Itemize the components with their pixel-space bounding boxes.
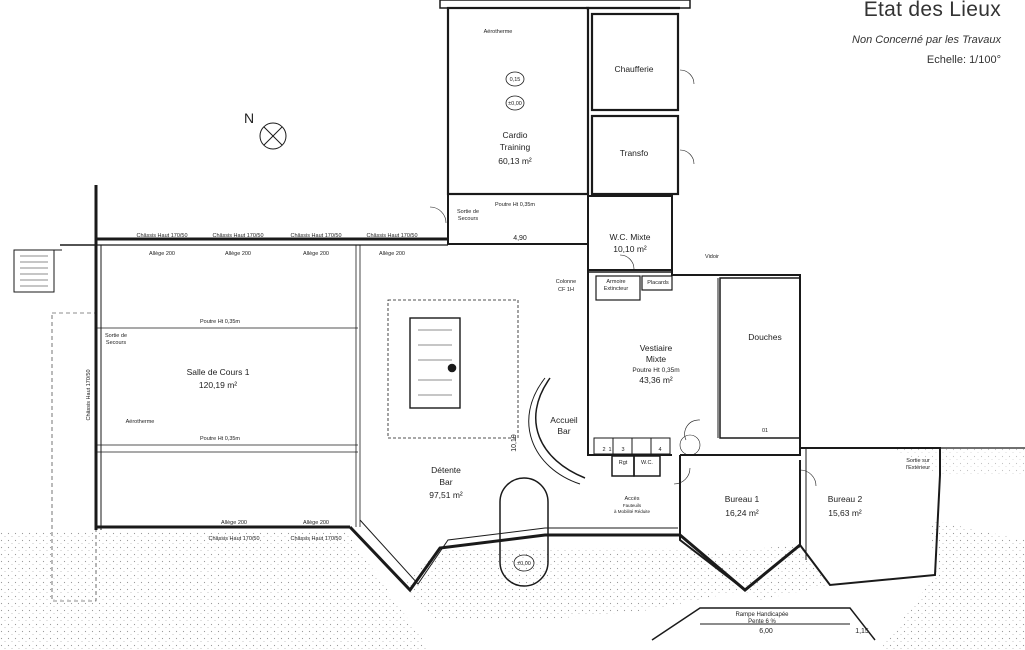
room-detente: Détente — [431, 465, 461, 475]
label-pente: Pente 6 % — [748, 619, 776, 625]
label-sortie-secours-b2: Secours — [106, 340, 126, 346]
label-colonne: Colonne — [556, 279, 577, 285]
label-colonne2: CF 1H — [558, 287, 574, 293]
label-allege-1: Allège 200 — [149, 251, 175, 257]
room-wc-mixte: W.C. Mixte — [609, 232, 650, 242]
walls — [13, 0, 1025, 641]
dim-600: 6,00 — [759, 628, 773, 635]
label-chassis-5: Châssis Haut 170/50 — [208, 536, 259, 542]
label-chassis-vertical: Châssis Haut 170/50 — [86, 369, 92, 420]
room-detente-area: 97,51 m² — [429, 490, 463, 500]
label-acces2: Fauteuils — [623, 503, 642, 508]
room-vestiaire-beam: Poutre Ht 0,35m — [632, 367, 679, 374]
label-poutre-2: Poutre Ht 0,35m — [200, 436, 240, 442]
label-level-015: 0,15 — [510, 77, 521, 83]
plan-title: Etat des Lieux — [863, 0, 1001, 21]
dim-115: 1,15 — [855, 628, 869, 635]
label-locker-2: 2 — [602, 447, 605, 453]
label-level-000: ±0,00 — [508, 101, 522, 107]
label-sortie-ext2: l'Extérieur — [906, 465, 930, 471]
room-bureau1: Bureau 1 — [725, 494, 760, 504]
room-accueil: Accueil — [550, 415, 578, 425]
label-allege-4: Allège 200 — [379, 251, 405, 257]
room-vestiaire: Vestiaire — [640, 343, 673, 353]
label-chassis-1: Châssis Haut 170/50 — [136, 233, 187, 239]
label-allege-5: Allège 200 — [221, 520, 247, 526]
room-cardio-name: Cardio — [502, 130, 527, 140]
room-vestiaire2: Mixte — [646, 354, 667, 364]
room-bureau2: Bureau 2 — [828, 494, 863, 504]
label-poutre-1: Poutre Ht 0,35m — [200, 319, 240, 325]
exterior-area — [0, 448, 1025, 650]
label-locker-3: 3 — [621, 447, 624, 453]
label-sortie-secours: Sortie de — [457, 209, 479, 215]
label-chassis-2: Châssis Haut 170/50 — [212, 233, 263, 239]
label-sortie-ext: Sortie sur — [906, 458, 930, 464]
room-bureau1-area: 16,24 m² — [725, 508, 759, 518]
label-allege-2: Allège 200 — [225, 251, 251, 257]
label-aerotherme2: Aérotherme — [126, 419, 155, 425]
room-vestiaire-area: 43,36 m² — [639, 375, 673, 385]
room-cardio-name2: Training — [500, 142, 531, 152]
label-wc: W.C. — [641, 460, 653, 466]
level-markers — [505, 71, 535, 572]
label-rgt: Rgt — [619, 460, 628, 466]
label-chassis-6: Châssis Haut 170/50 — [290, 536, 341, 542]
label-acces3: à Mobilité Réduite — [614, 509, 651, 514]
label-poutre-3: Poutre Ht 0,35m — [495, 202, 535, 208]
label-placards: Placards — [647, 280, 669, 286]
label-allege-3: Allège 200 — [303, 251, 329, 257]
label-allege-6: Allège 200 — [303, 520, 329, 526]
label-sortie-secours-b: Sortie de — [105, 333, 127, 339]
label-chassis-3: Châssis Haut 170/50 — [290, 233, 341, 239]
room-salle-cours: Salle de Cours 1 — [187, 367, 250, 377]
room-accueil2: Bar — [557, 426, 570, 436]
dim-490: 4,90 — [513, 235, 527, 242]
label-locker-1: 1 — [608, 447, 611, 453]
label-level-000b: ±0,00 — [517, 561, 531, 567]
label-acces: Accès — [625, 496, 640, 502]
room-salle-cours-area: 120,19 m² — [199, 380, 237, 390]
north-arrow: N — [244, 110, 287, 150]
dim-1019: 10,19 — [511, 434, 518, 452]
plan-scale: Echelle: 1/100° — [926, 54, 1001, 66]
label-door-01: 01 — [762, 428, 768, 434]
room-cardio-area: 60,13 m² — [498, 156, 532, 166]
label-vidoir: Vidoir — [705, 254, 719, 260]
label-chassis-4: Châssis Haut 170/50 — [366, 233, 417, 239]
label-armoire2: Extincteur — [604, 286, 629, 292]
stair-treads — [20, 69, 817, 487]
label-locker-4: 4 — [658, 447, 661, 453]
room-chaufferie: Chaufferie — [614, 64, 653, 74]
label-armoire: Armoire — [606, 279, 625, 285]
room-bureau2-area: 15,63 m² — [828, 508, 862, 518]
label-sortie-secours2: Secours — [458, 216, 478, 222]
plan-subtitle: Non Concerné par les Travaux — [852, 34, 1001, 46]
room-transfo: Transfo — [620, 148, 649, 158]
room-wc-mixte-area: 10,10 m² — [613, 244, 647, 254]
north-label: N — [244, 110, 254, 126]
label-aerotherme: Aérotherme — [484, 29, 513, 35]
room-douches: Douches — [748, 332, 782, 342]
room-detente2: Bar — [439, 477, 452, 487]
label-rampe: Rampe Handicapée — [735, 612, 789, 618]
